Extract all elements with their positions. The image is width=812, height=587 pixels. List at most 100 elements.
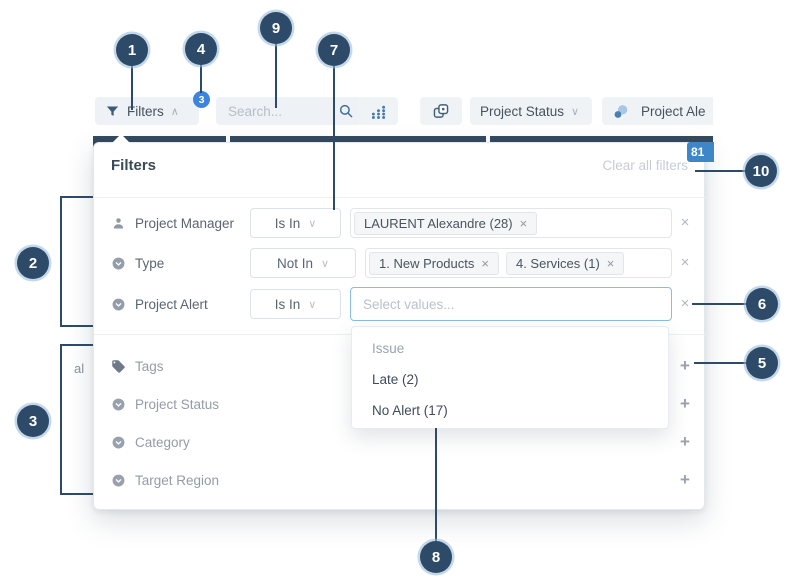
project-status-label: Project Status <box>480 103 565 119</box>
callout-number: 8 <box>431 548 441 566</box>
add-filter-tags[interactable]: + <box>680 356 690 375</box>
chevron-up-icon: ∧ <box>170 105 179 118</box>
remove-filter-project-manager[interactable]: × <box>680 214 690 231</box>
filter-values-type[interactable]: 1. New Products × 4. Services (1) × <box>365 248 672 278</box>
circle-chevron-icon <box>111 397 126 412</box>
callout-1: 1 <box>116 34 148 66</box>
add-filter-project-status[interactable]: + <box>680 394 690 413</box>
callout-6-line <box>692 303 748 305</box>
project-status-dropdown[interactable]: Project Status ∨ <box>470 97 592 125</box>
add-filter-category[interactable]: + <box>680 432 690 451</box>
filter-label-type: Type <box>111 248 164 278</box>
available-filter-target-region[interactable]: Target Region <box>111 465 219 495</box>
panel-title: Filters <box>111 157 157 174</box>
dropdown-option-late[interactable]: Late (2) <box>372 372 419 387</box>
circle-chevron-icon <box>111 435 126 450</box>
dropdown-option-issue[interactable]: Issue <box>372 341 405 356</box>
callout-number: 9 <box>271 19 281 37</box>
clear-all-filters-link[interactable]: Clear all filters <box>602 158 688 173</box>
circle-chevron-icon <box>111 473 126 488</box>
callout-number: 4 <box>196 40 206 58</box>
remove-filter-type[interactable]: × <box>680 254 690 271</box>
callout-number: 5 <box>757 354 767 372</box>
circle-chevron-icon <box>111 297 126 312</box>
filter-value-chip[interactable]: 1. New Products × <box>369 251 499 275</box>
operator-select-type[interactable]: Not In ∨ <box>250 248 356 278</box>
filter-value-chip[interactable]: 4. Services (1) × <box>505 251 625 275</box>
filter-label-project-manager: Project Manager <box>111 208 234 238</box>
available-filter-category[interactable]: Category <box>111 427 190 457</box>
chart-view-button[interactable] <box>358 97 398 125</box>
callout-7-line <box>333 64 335 210</box>
project-alert-label: Project Ale <box>641 103 706 119</box>
callout-2-bracket <box>60 196 94 327</box>
chip-label: 4. Services (1) <box>515 255 600 271</box>
person-icon <box>111 216 126 231</box>
callout-5-line <box>694 362 748 364</box>
search-box[interactable] <box>216 97 362 125</box>
filter-label-text: Project Status <box>135 396 220 412</box>
callout-4: 4 <box>185 33 217 65</box>
panel-divider <box>94 197 706 198</box>
filters-button[interactable]: Filters ∧ <box>95 97 199 125</box>
project-alert-dropdown[interactable]: Project Ale <box>602 97 713 125</box>
available-filter-tags[interactable]: Tags <box>111 351 164 381</box>
callout-9: 9 <box>260 12 292 44</box>
operator-select-project-manager[interactable]: Is In ∨ <box>250 208 341 238</box>
callout-3: 3 <box>17 405 49 437</box>
callout-10: 10 <box>745 155 777 187</box>
operator-value: Is In <box>274 215 301 231</box>
person-cluster-icon <box>612 103 629 120</box>
callout-1-line <box>131 64 133 110</box>
callout-3-bracket <box>60 344 94 495</box>
chip-remove-icon[interactable]: × <box>481 255 489 271</box>
filter-label-text: Project Alert <box>135 296 208 312</box>
callout-number: 3 <box>28 412 38 430</box>
callout-10-line <box>695 170 747 172</box>
circle-chevron-icon <box>111 256 126 271</box>
column-count-badge: 81 <box>687 142 714 162</box>
callout-number: 2 <box>28 254 38 272</box>
operator-value: Not In <box>276 255 313 271</box>
chevron-down-icon: ∨ <box>571 105 580 118</box>
callout-number: 7 <box>329 41 339 59</box>
tag-icon <box>111 359 126 374</box>
callout-number: 10 <box>752 162 770 180</box>
operator-value: Is In <box>274 296 301 312</box>
bar-chart-icon <box>370 103 387 120</box>
overlapping-squares-icon <box>432 102 450 120</box>
filter-label-text: Tags <box>135 358 164 374</box>
chevron-down-icon: ∨ <box>308 298 317 311</box>
filters-button-label: Filters <box>127 103 164 119</box>
filter-label-project-alert: Project Alert <box>111 289 208 319</box>
remove-filter-project-alert[interactable]: × <box>680 295 690 312</box>
callout-2: 2 <box>17 247 49 279</box>
filter-value-chip[interactable]: LAURENT Alexandre (28) × <box>354 211 538 235</box>
filter-label-text: Type <box>135 255 165 271</box>
callout-number: 6 <box>757 295 767 313</box>
available-filter-project-status[interactable]: Project Status <box>111 389 219 419</box>
filter-values-project-manager[interactable]: LAURENT Alexandre (28) × <box>350 208 672 238</box>
background-text-fragment: al <box>74 361 85 376</box>
filter-funnel-icon <box>105 104 120 119</box>
dropdown-option-no-alert[interactable]: No Alert (17) <box>372 403 448 418</box>
search-icon[interactable] <box>338 103 354 119</box>
search-input[interactable] <box>228 103 338 119</box>
filter-label-text: Target Region <box>135 472 220 488</box>
chip-remove-icon[interactable]: × <box>519 215 528 231</box>
callout-8: 8 <box>420 541 452 573</box>
toolbar: Filters ∧ <box>93 95 713 127</box>
panel-pointer <box>112 134 130 143</box>
add-filter-target-region[interactable]: + <box>680 470 690 489</box>
chevron-down-icon: ∨ <box>308 217 317 230</box>
values-dropdown: Issue Late (2) No Alert (17) <box>351 326 669 429</box>
operator-select-project-alert[interactable]: Is In ∨ <box>250 289 341 319</box>
callout-9-line <box>275 42 277 108</box>
filter-label-text: Category <box>135 434 190 450</box>
callout-6: 6 <box>746 288 778 320</box>
callout-8-line <box>435 428 437 543</box>
select-values-input[interactable] <box>350 287 672 321</box>
compare-views-button[interactable] <box>420 97 462 125</box>
chip-remove-icon[interactable]: × <box>606 255 615 271</box>
